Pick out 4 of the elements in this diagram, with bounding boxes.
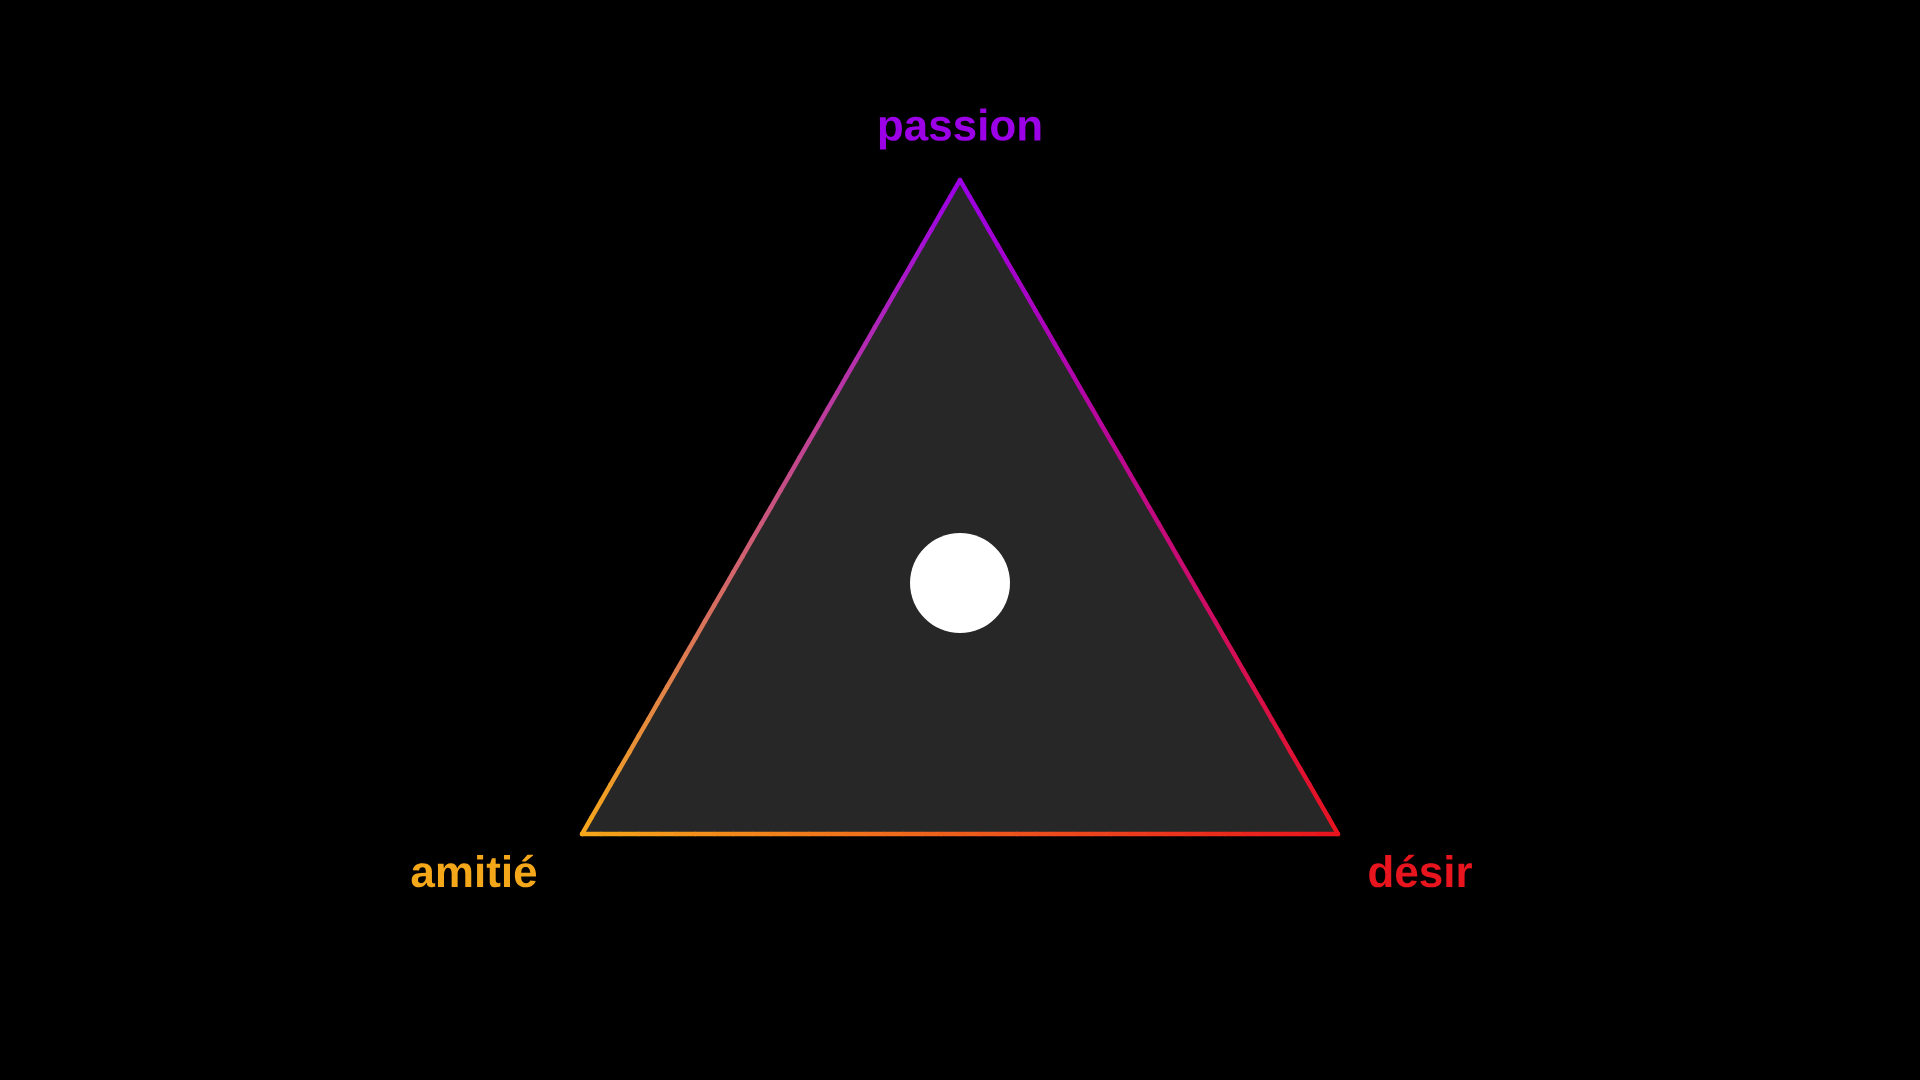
vertex-label: passion bbox=[879, 108, 1041, 150]
vertex-label: désir bbox=[1369, 854, 1472, 888]
dot bbox=[910, 533, 1010, 633]
vertex-label: amitié bbox=[411, 854, 537, 888]
